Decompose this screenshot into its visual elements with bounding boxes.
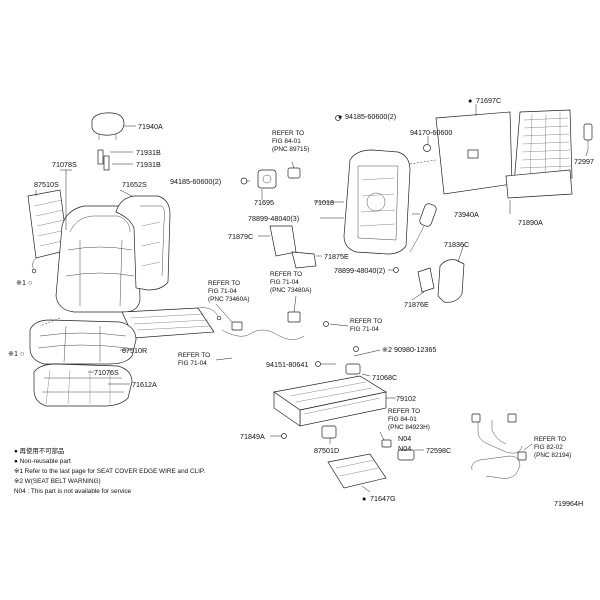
label-72997: 72997: [574, 157, 594, 166]
refer-84-01-84923H-line1: REFER TO: [388, 408, 420, 415]
refer-71-04-b-line2: FIG 71-04: [178, 360, 207, 367]
label-90980-12365: 90980-12365: [394, 345, 436, 354]
cushion-undercover-illustration: [327, 453, 387, 489]
refer-82-02-82194-line1: REFER TO: [534, 436, 566, 443]
seatback-spring-illustration: [505, 109, 573, 199]
clip-illustration: [423, 144, 431, 152]
recliner-bracket-illustration: [257, 167, 301, 189]
floor-wire-harness-illustration: [471, 413, 527, 479]
label-71068C: 71068C: [372, 373, 397, 382]
shield-bracket-illustration: [417, 267, 435, 293]
label-71612A: 71612A: [132, 380, 157, 389]
refer-84-01-84923H-line3: (PNC 84923H): [388, 424, 430, 431]
label-71018: 71018: [314, 198, 334, 207]
seat-harness-illustration: [221, 311, 305, 340]
cushion-cover-illustration: [29, 319, 137, 365]
seatback-frame-illustration: [343, 149, 411, 255]
label-71697C: 71697C: [476, 96, 501, 105]
seatback-board-illustration: [435, 111, 513, 195]
label-94151-80641: 94151-80641: [266, 360, 308, 369]
refer-71-04-73460A-line3: (PNC 73460A): [208, 296, 250, 303]
circle-mark-cushion: ○: [20, 349, 24, 358]
seatback-frame-cover-illustration: [115, 195, 171, 291]
label-94185-60600-top: 94185-60600(2): [345, 112, 396, 121]
label-79102: 79102: [396, 394, 416, 403]
refer-71-04-a-line1: REFER TO: [350, 318, 382, 325]
label-78899-48040-2: 78899-48040(2): [334, 266, 385, 275]
figure-id-label: 719964H: [554, 499, 583, 508]
seat-switch-illustration: [321, 425, 337, 439]
cushion-pad-illustration: [33, 363, 133, 407]
label-87510R: 87510R: [122, 346, 147, 355]
label-71697C-dot: ●: [468, 96, 472, 105]
label-71652S: 71652S: [122, 180, 147, 189]
label-71078S: 71078S: [52, 160, 77, 169]
legend-line-non-reusable: ● Non-reusable part: [14, 458, 71, 465]
headrest-support-illustration: [97, 149, 133, 171]
side-shield-illustration: [437, 259, 465, 303]
label-71879C: 71879C: [228, 232, 253, 241]
label-94185-60600-left: 94185-60600(2): [170, 177, 221, 186]
label-N04-upper: N04: [398, 434, 411, 443]
headrest-illustration: [91, 112, 136, 140]
refer-82-02-82194-line3: (PNC 82194): [534, 452, 571, 459]
refer-to-notes: REFER TO FIG 84-01 (PNC 89715) REFER TO …: [178, 130, 571, 459]
label-90980-12365-mark: ※2: [382, 345, 392, 354]
refer-71-04-a-line2: FIG 71-04: [350, 326, 379, 333]
legend-line-note1: ※1 Refer to the last page for SEAT COVER…: [14, 468, 205, 475]
label-71875E: 71875E: [324, 252, 349, 261]
label-87501D: 87501D: [314, 446, 339, 455]
lower-trim-illustration: [291, 251, 317, 269]
lumbar-knob-illustration: [583, 123, 593, 150]
refer-84-01-89715-line3: (PNC 89715): [272, 146, 309, 153]
label-N04-lower: N04: [398, 444, 411, 453]
leader-lines: [35, 104, 589, 493]
label-87510S: 87510S: [34, 180, 59, 189]
note1-mark-back: ※1: [16, 278, 26, 287]
label-73940A: 73940A: [454, 210, 479, 219]
lumbar-actuator-illustration: [409, 203, 437, 253]
n04-connector-illustration: [381, 439, 415, 461]
refer-71-04-73480A-line2: FIG 71-04: [270, 279, 299, 286]
legend-line-japanese: ● 再使用不可部品: [14, 446, 64, 455]
refer-71-04-73460A-line2: FIG 71-04: [208, 288, 237, 295]
label-71890A: 71890A: [518, 218, 543, 227]
refer-71-04-73480A-line1: REFER TO: [270, 271, 302, 278]
label-71940A: 71940A: [138, 122, 163, 131]
refer-82-02-82194-line2: FIG 82-02: [534, 444, 563, 451]
cushion-heater-pad-illustration: [121, 307, 222, 339]
label-94170-60600: 94170-60600: [410, 128, 452, 137]
label-71931B-lower: 71931B: [136, 160, 161, 169]
legend: ● 再使用不可部品 ● Non-reusable part ※1 Refer t…: [14, 446, 205, 495]
label-72598C: 72598C: [426, 446, 451, 455]
note1-mark-cushion: ※1: [8, 349, 18, 358]
seat-adjuster-illustration: [273, 375, 387, 427]
seatback-cover-illustration: [55, 205, 141, 313]
refer-84-01-84923H-line2: FIG 84-01: [388, 416, 417, 423]
label-94185-60600-top-dot: ●: [338, 112, 342, 121]
label-71836C: 71836C: [444, 240, 469, 249]
label-71876E: 71876E: [404, 300, 429, 309]
refer-71-04-b-line1: REFER TO: [178, 352, 210, 359]
label-78899-48040-3: 78899-48040(3): [248, 214, 299, 223]
fastener-illustrations: [240, 115, 399, 439]
label-71695: 71695: [254, 198, 274, 207]
adjuster-bracket-illustration: [345, 363, 361, 375]
side-trim-illustration: [269, 225, 297, 257]
legend-line-note2: ※2 W(SEAT BELT WARNING): [14, 478, 101, 485]
label-71076S: 71076S: [94, 368, 119, 377]
refer-84-01-89715-line2: FIG 84-01: [272, 138, 301, 145]
refer-71-04-73460A-line1: REFER TO: [208, 280, 240, 287]
circle-mark-back: ○: [28, 278, 32, 287]
label-71647G-dot: ●: [362, 494, 366, 503]
label-71931B-upper: 71931B: [136, 148, 161, 157]
legend-line-n04: N04 : This part is not available for ser…: [14, 488, 132, 495]
refer-84-01-89715-line1: REFER TO: [272, 130, 304, 137]
note-marks: ※1 ○ ※1 ○: [8, 278, 32, 358]
label-71849A: 71849A: [240, 432, 265, 441]
label-71647G: 71647G: [370, 494, 396, 503]
part-number-labels: 71940A 71931B 71931B 71078S 87510S 71652…: [34, 96, 594, 508]
refer-71-04-73480A-line3: (PNC 73480A): [270, 287, 312, 294]
